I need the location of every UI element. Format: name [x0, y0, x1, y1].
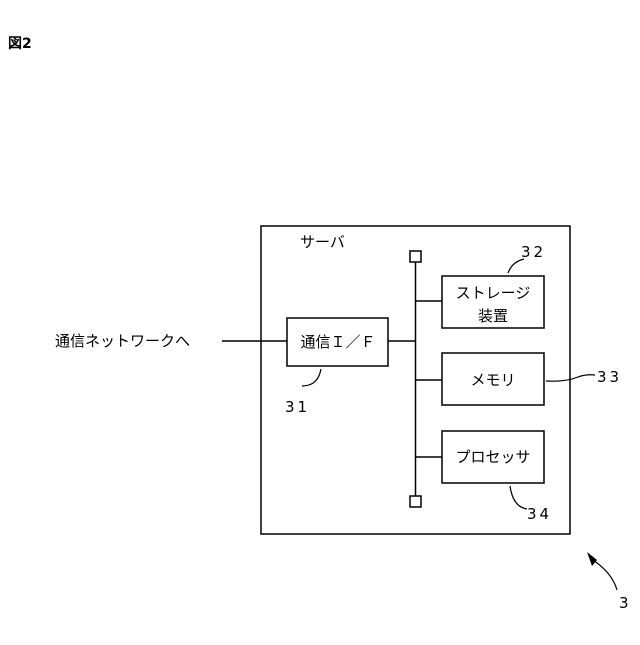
storage-ref: 32 [521, 243, 546, 261]
memory-ref: 33 [597, 368, 622, 386]
server-ref: 3 [619, 594, 632, 612]
processor-leader [510, 486, 527, 509]
processor-ref: 34 [527, 505, 552, 523]
comm-if-leader [302, 369, 321, 386]
bus-terminal-top [410, 251, 421, 262]
storage-leader [508, 259, 524, 273]
external-network-label: 通信ネットワークへ [55, 332, 190, 350]
bus-terminal-bottom [410, 496, 421, 507]
server-ref-arrowhead [587, 552, 597, 566]
storage-label-line2: 装置 [478, 307, 508, 325]
storage-label-line1: ストレージ [456, 284, 531, 302]
server-label: サーバ [300, 233, 345, 251]
processor-label: プロセッサ [455, 448, 530, 466]
figure-label: 図2 [8, 36, 32, 52]
memory-label: メモリ [470, 371, 515, 389]
comm-if-ref: 31 [285, 398, 310, 416]
comm-if-label: 通信Ｉ／Ｆ [300, 333, 375, 351]
